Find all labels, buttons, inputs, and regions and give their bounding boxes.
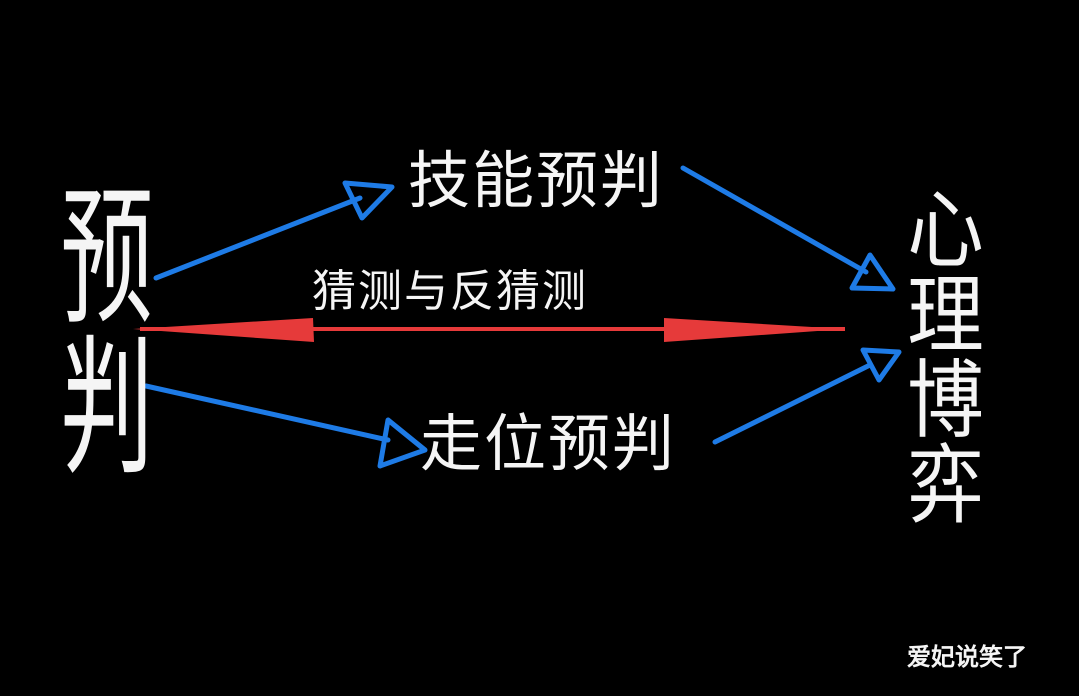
watermark: 爱妃说笑了 (907, 643, 1027, 671)
target-node-mind-game: 心理博弈 (893, 185, 983, 525)
source-node-prediction: 预判 (44, 178, 153, 478)
arrow-guess-bidirectional (133, 318, 845, 342)
arrow-source-to-skill (153, 180, 395, 281)
arrow-move-to-target (712, 347, 902, 445)
arrow-source-to-move (143, 383, 428, 469)
arrow-skill-to-target (680, 165, 896, 292)
node-guess-counter-guess: 猜测与反猜测 (312, 266, 588, 317)
node-skill-prediction: 技能预判 (408, 144, 665, 217)
node-movement-prediction: 走位预判 (420, 407, 677, 480)
